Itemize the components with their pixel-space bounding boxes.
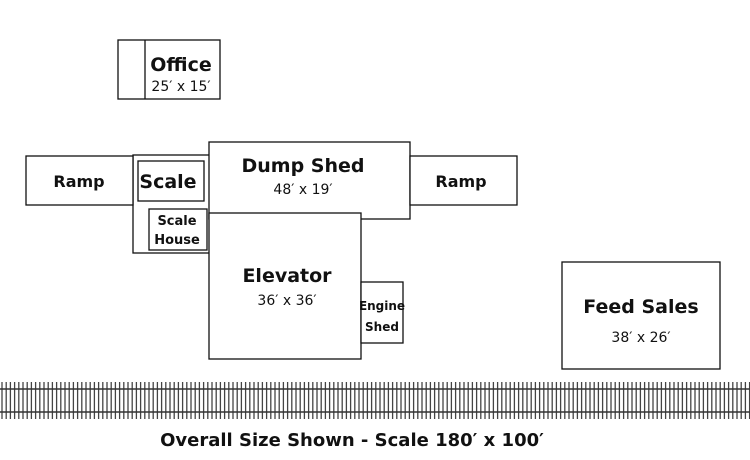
engine-shed: Engine Shed xyxy=(359,281,405,344)
dump-shed-outline xyxy=(208,141,411,220)
elevator-size: 36′ x 36′ xyxy=(257,293,316,309)
scale-outline xyxy=(137,160,205,202)
dump-shed-label: Dump Shed xyxy=(241,155,364,177)
dump-shed: Dump Shed 48′ x 19′ xyxy=(208,141,411,220)
ramp-left-outline xyxy=(25,155,134,206)
railroad-track xyxy=(0,382,750,419)
ramp-left-label: Ramp xyxy=(53,172,104,191)
feed-sales-size: 38′ x 26′ xyxy=(611,330,670,346)
feed-sales-outline xyxy=(561,261,721,370)
scale-house: Scale House xyxy=(148,208,208,251)
elevator: Elevator 36′ x 36′ xyxy=(208,212,362,360)
elevator-label: Elevator xyxy=(242,265,332,287)
office-size: 25′ x 15′ xyxy=(151,79,210,95)
scale-house-outline xyxy=(148,208,208,251)
ramp-right: Ramp xyxy=(409,155,518,206)
feed-sales-label: Feed Sales xyxy=(583,296,698,318)
scale-house-label-line2: House xyxy=(154,233,200,248)
feed-sales: Feed Sales 38′ x 26′ xyxy=(561,261,721,370)
railroad-ties xyxy=(1,382,750,419)
scale-caption: Overall Size Shown - Scale 180′ x 100′ xyxy=(160,430,544,451)
office-label: Office xyxy=(150,54,212,76)
ramp-right-outline xyxy=(409,155,518,206)
scale-label: Scale xyxy=(139,171,196,193)
scale: Scale xyxy=(137,160,205,202)
ramp-right-label: Ramp xyxy=(435,172,486,191)
office-building: Office 25′ x 15′ xyxy=(117,39,221,100)
scale-house-label-line1: Scale xyxy=(157,214,196,229)
engine-shed-label-line2: Shed xyxy=(365,320,399,334)
engine-shed-outline xyxy=(360,281,404,344)
dump-shed-size: 48′ x 19′ xyxy=(273,182,332,198)
ramp-left: Ramp xyxy=(25,155,134,206)
engine-shed-label-line1: Engine xyxy=(359,299,405,313)
office-outline xyxy=(117,39,221,100)
